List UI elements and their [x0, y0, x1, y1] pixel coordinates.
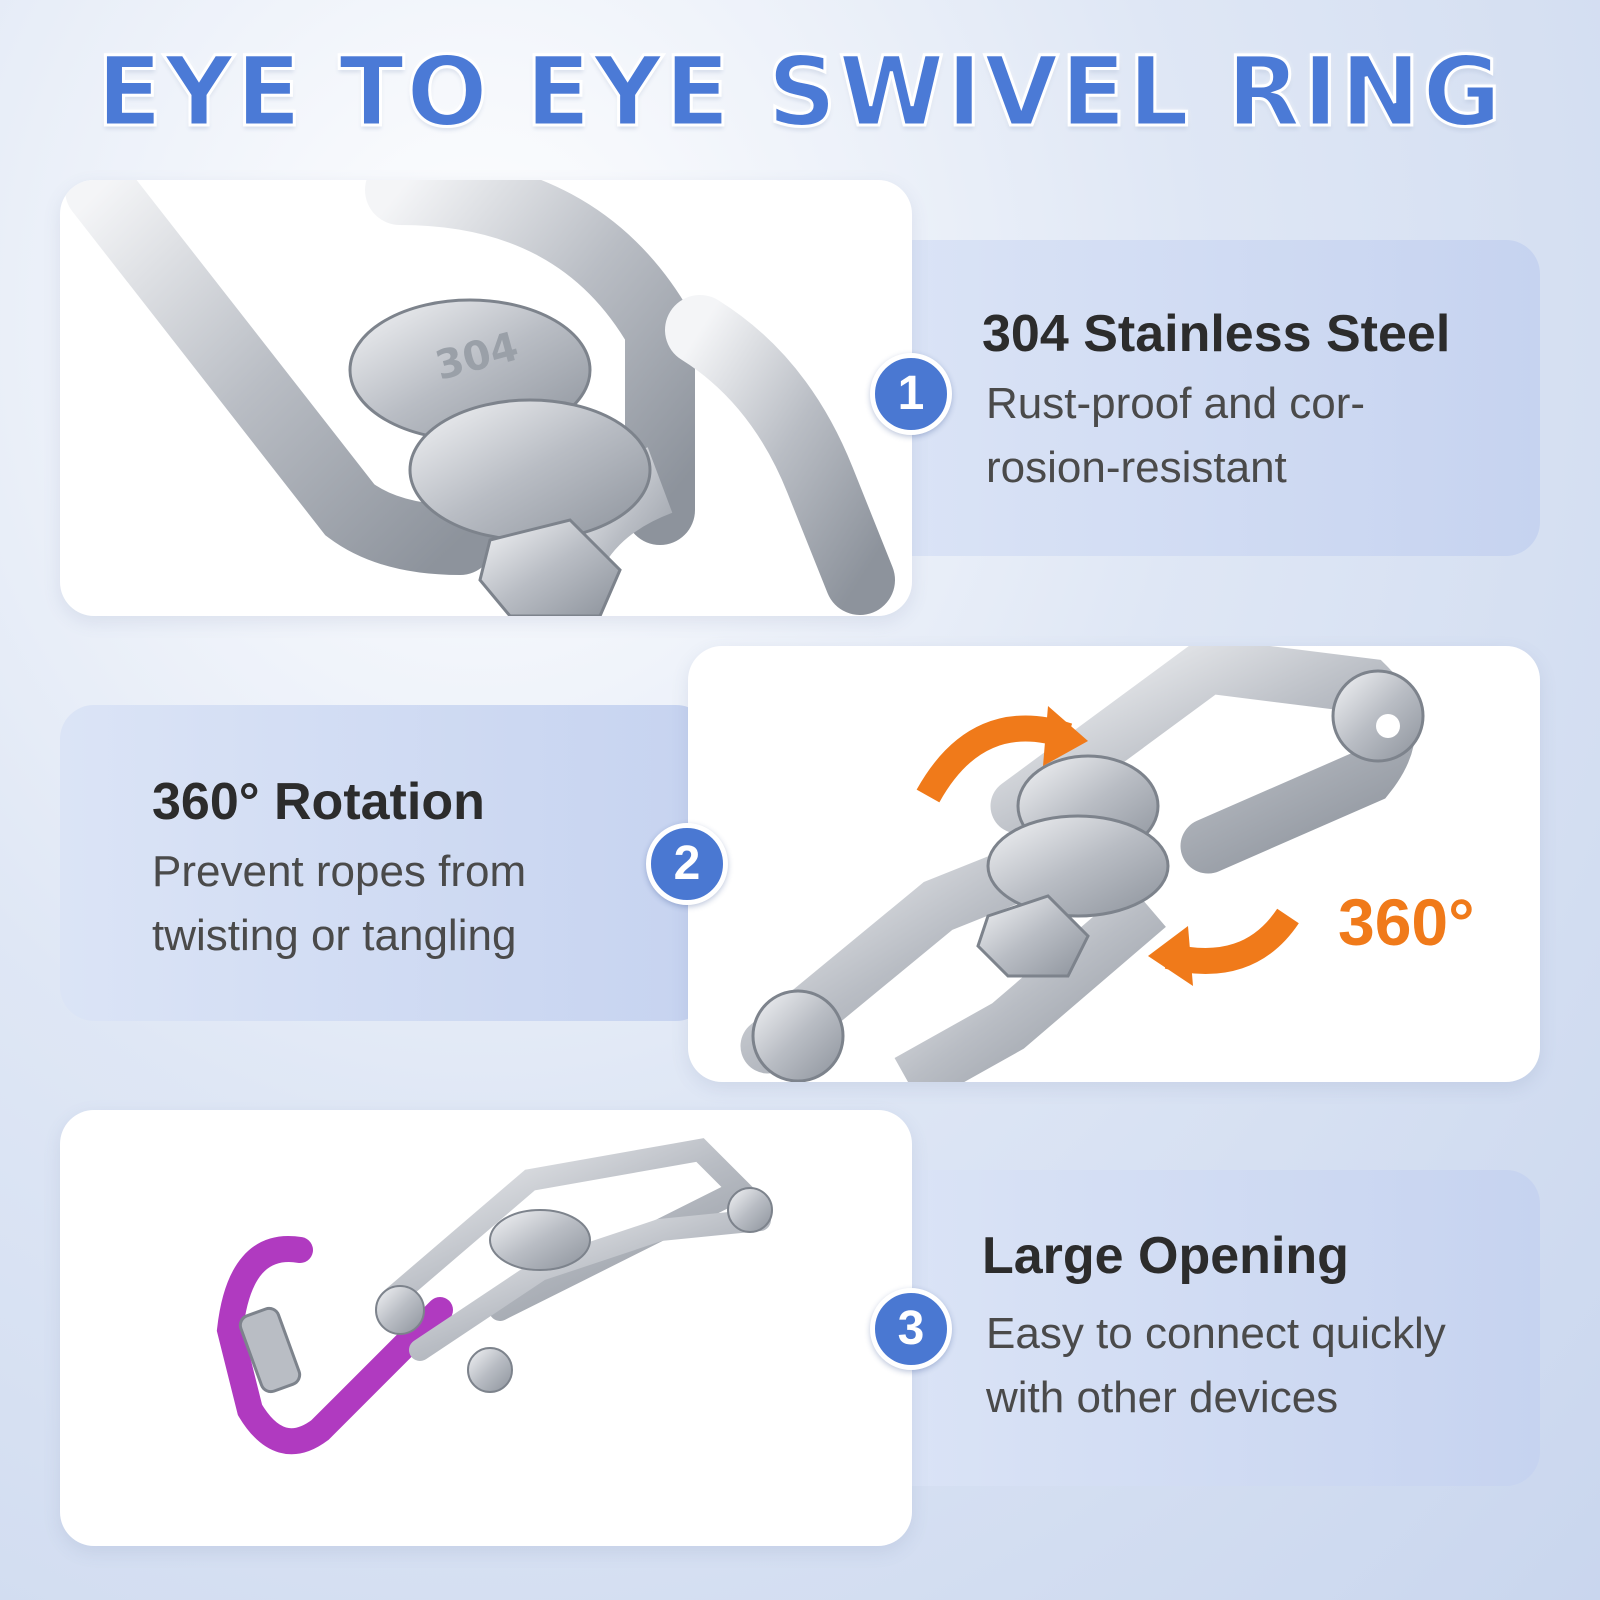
badge-2: 2 [646, 823, 728, 905]
feature-3-panel [880, 1170, 1540, 1486]
swivel-closeup-image: 304 [65, 180, 895, 616]
badge-3: 3 [870, 1288, 952, 1370]
rotation-label: 360° [1338, 885, 1475, 959]
feature-1-photo: 304 [60, 180, 912, 616]
feature-3-photo [60, 1110, 912, 1546]
swivel-with-carabiner-image [216, 1138, 773, 1455]
feature-3-desc: Easy to connect quickly with other devic… [986, 1309, 1446, 1422]
badge-1: 1 [870, 353, 952, 435]
feature-2-title: 360° Rotation [152, 773, 485, 831]
feature-1-panel [880, 240, 1540, 556]
feature-3-title: Large Opening [982, 1227, 1349, 1285]
page-title: EYE TO EYE SWIVEL RING [95, 35, 1504, 150]
feature-2-desc: Prevent ropes from twisting or tangling [152, 847, 527, 960]
feature-2-panel [60, 705, 710, 1021]
feature-1-desc: Rust-proof and cor- rosion-resistant [986, 379, 1366, 492]
feature-1-title: 304 Stainless Steel [982, 305, 1451, 363]
swivel-rotation-image [740, 646, 1425, 1082]
feature-2-photo [688, 646, 1540, 1082]
